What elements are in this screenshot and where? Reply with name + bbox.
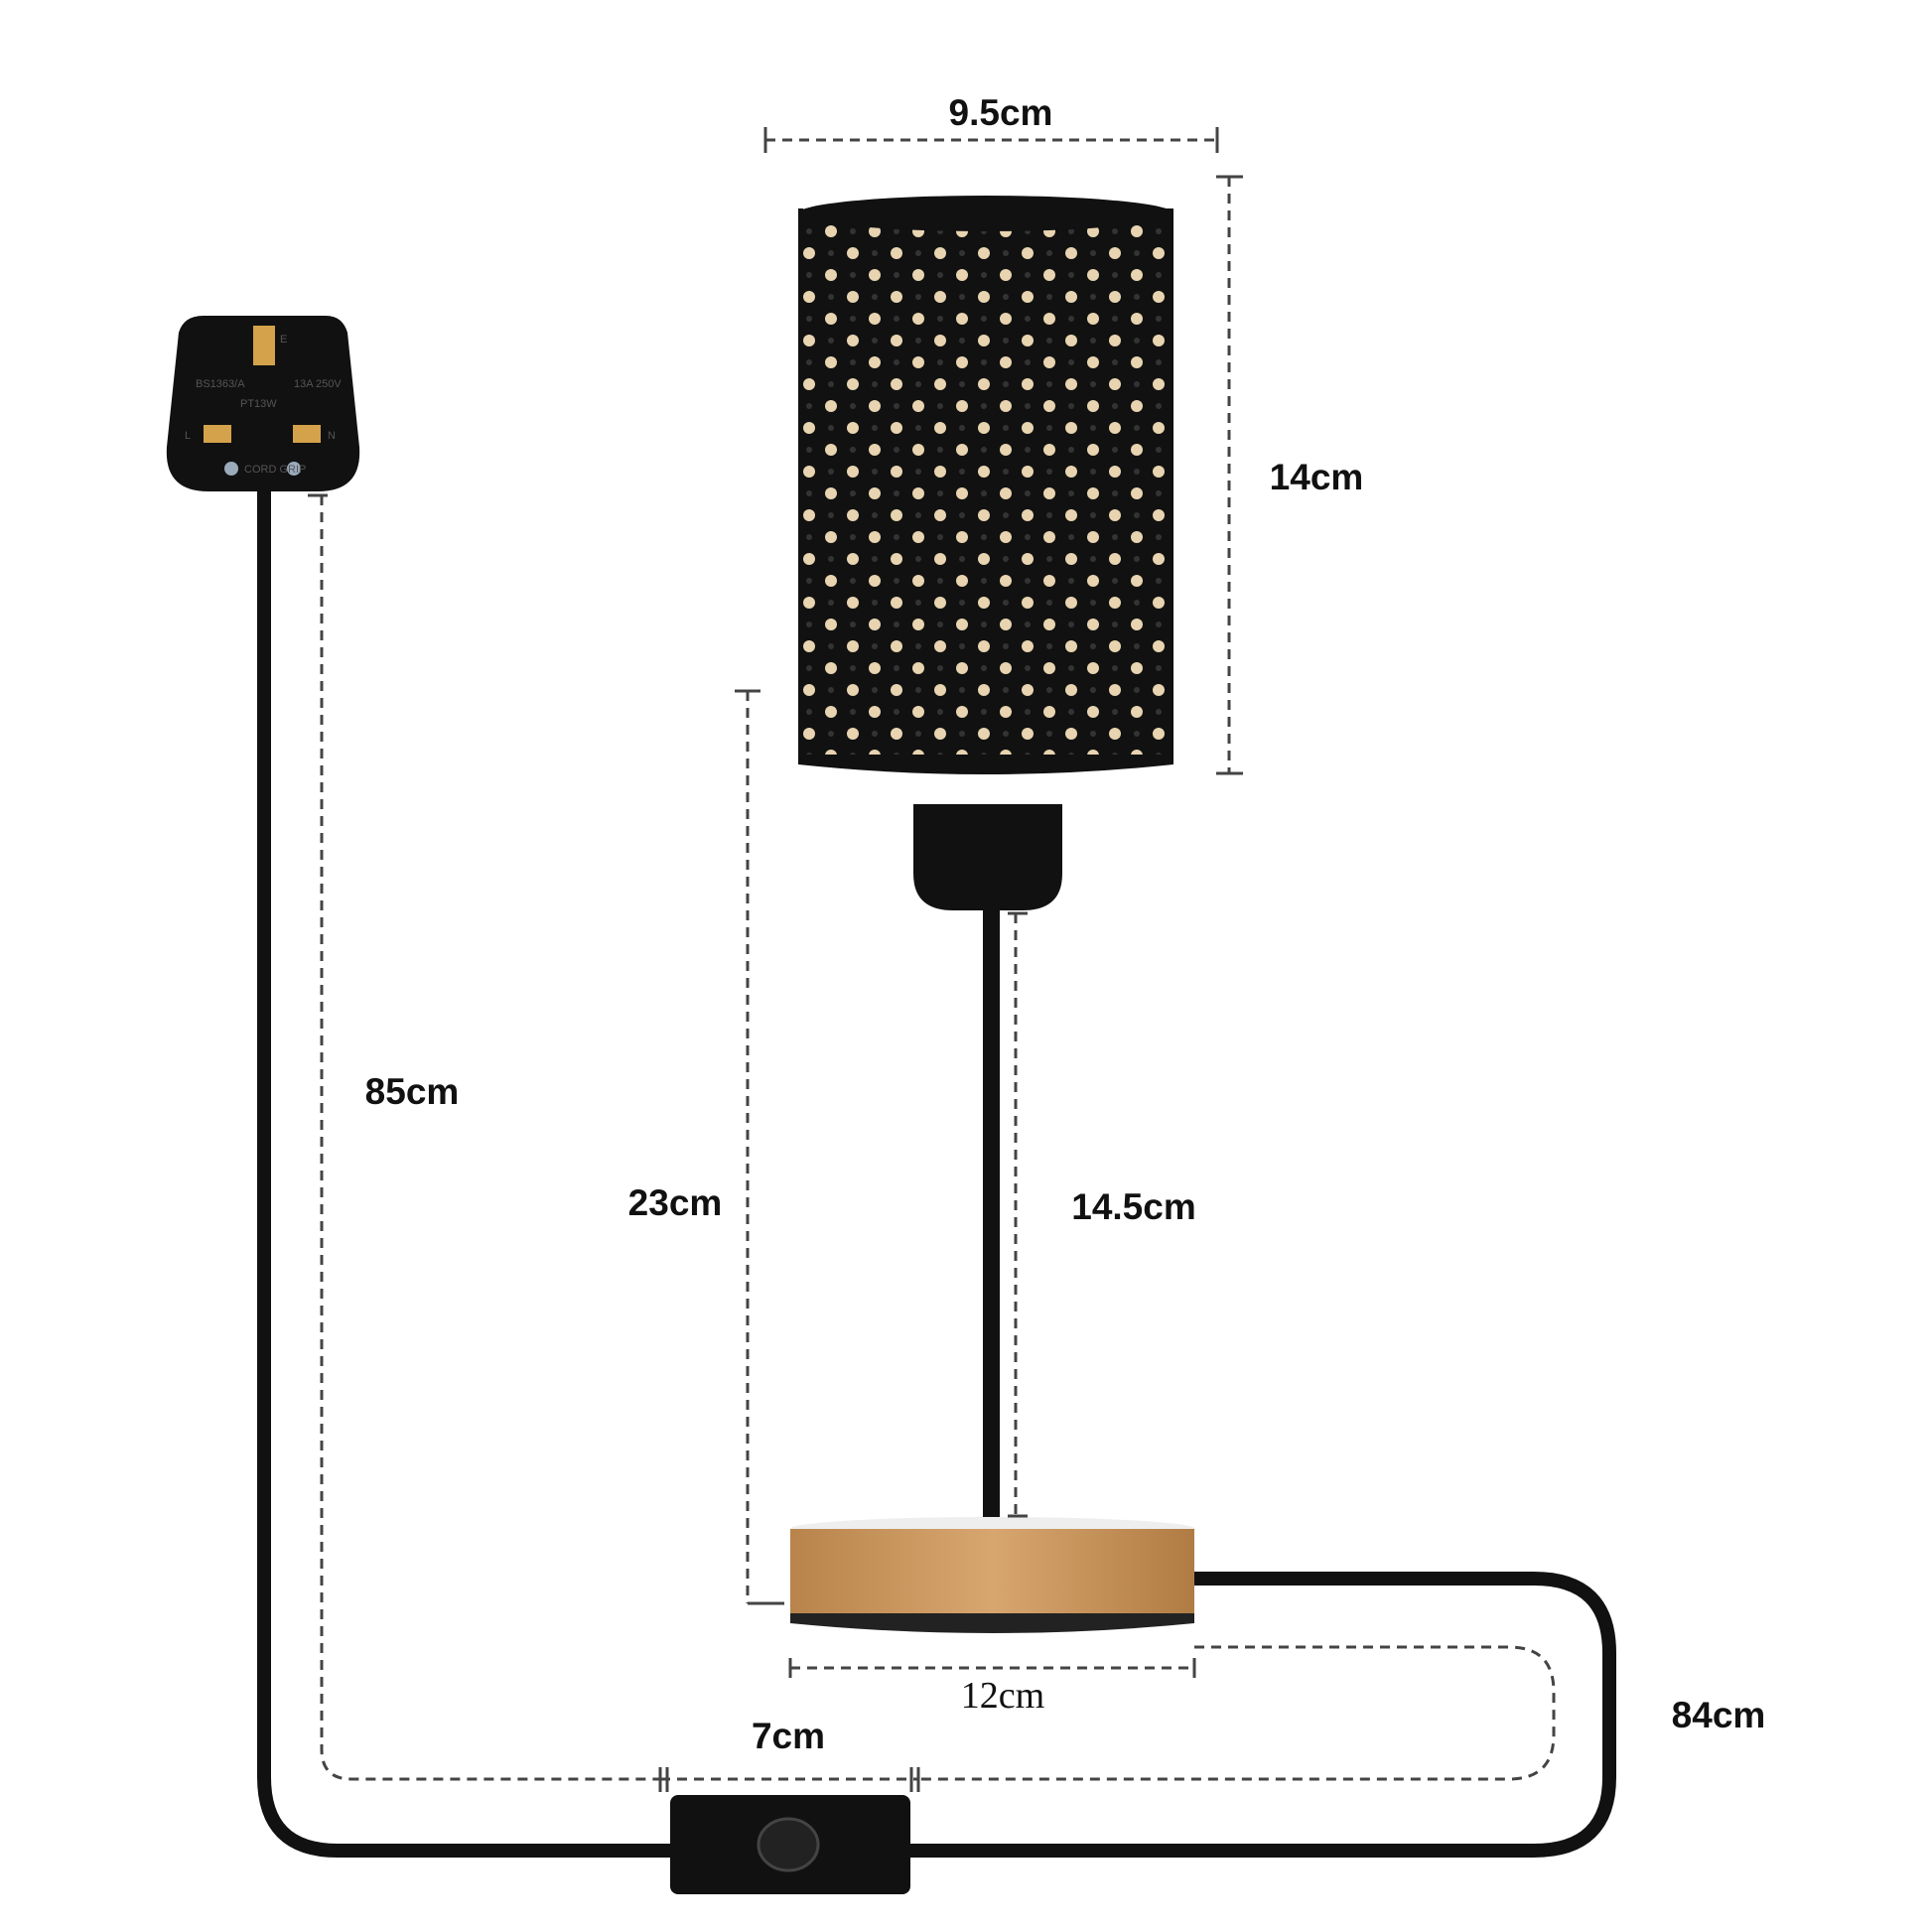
power-cable bbox=[257, 486, 1616, 1858]
wooden-base bbox=[790, 1529, 1194, 1613]
shade-height-label: 14cm bbox=[1270, 457, 1364, 497]
shade-width-label: 9.5cm bbox=[949, 92, 1053, 133]
plug-cable-length-label: 85cm bbox=[365, 1071, 460, 1112]
plug-model-label: PT13W bbox=[240, 398, 277, 410]
live-pin bbox=[204, 425, 231, 443]
lamp-holder bbox=[913, 804, 1062, 910]
uk-plug: E BS1363/A 13A 250V PT13W L N CORD GRIP bbox=[166, 316, 360, 491]
inline-switch[interactable] bbox=[670, 1795, 910, 1894]
neutral-pin bbox=[293, 425, 321, 443]
switch-length-label: 7cm bbox=[752, 1716, 825, 1756]
lamp-height-label: 23cm bbox=[628, 1182, 723, 1223]
earth-pin bbox=[253, 326, 275, 365]
lamp-cable-length-label: 84cm bbox=[1672, 1695, 1766, 1735]
base-diameter-label: 12cm bbox=[961, 1675, 1044, 1717]
plug-standard-label: BS1363/A bbox=[196, 378, 245, 390]
plug-earth-label: E bbox=[280, 334, 287, 345]
plug-cord-grip-label: CORD GRIP bbox=[244, 464, 306, 476]
stem-height-label: 14.5cm bbox=[1071, 1186, 1196, 1227]
rocker-button[interactable] bbox=[757, 1817, 820, 1872]
table-lamp bbox=[790, 196, 1195, 1633]
lamp-shade bbox=[798, 208, 1173, 764]
lamp-stem bbox=[983, 910, 1000, 1526]
plug-neutral-label: N bbox=[328, 430, 336, 442]
plug-rating-label: 13A 250V bbox=[294, 378, 342, 390]
dimension-lines bbox=[308, 127, 1556, 1792]
plug-live-label: L bbox=[185, 430, 191, 442]
